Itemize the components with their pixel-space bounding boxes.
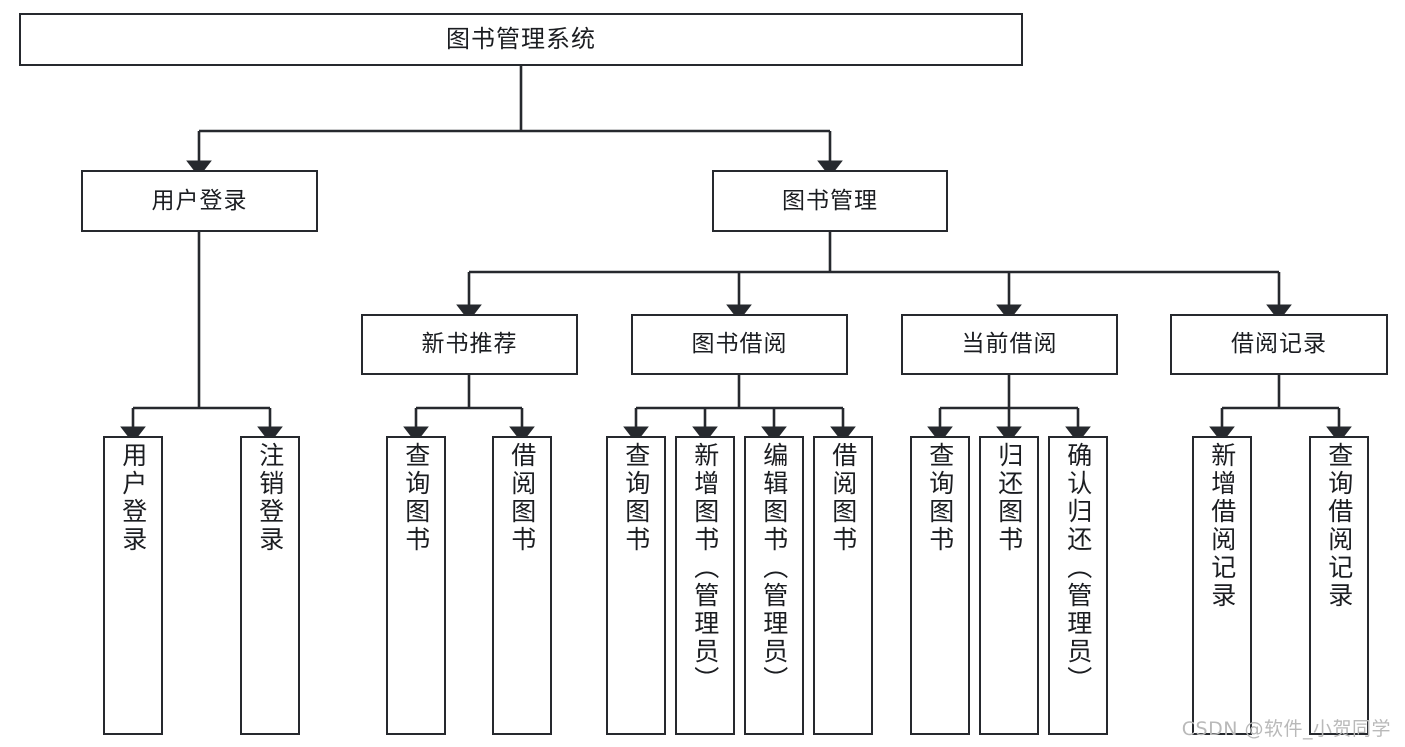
- node-book-borrow[interactable]: 图书借阅: [631, 314, 848, 375]
- node-new-book-recommendation[interactable]: 新书推荐: [361, 314, 578, 375]
- node-leaf-return-book[interactable]: 归还图书: [979, 436, 1039, 735]
- node-leaf-query-book-current[interactable]: 查询图书: [910, 436, 970, 735]
- node-leaf-query-borrow-record[interactable]: 查询借阅记录: [1309, 436, 1369, 735]
- node-label: 确认归还（管理员）: [1063, 442, 1093, 694]
- node-book-management[interactable]: 图书管理: [712, 170, 948, 232]
- node-label: 图书管理系统: [446, 24, 596, 53]
- csdn-watermark: CSDN @软件_小贺同学: [1181, 718, 1391, 740]
- node-label: 查询借阅记录: [1324, 442, 1354, 610]
- node-root-book-management-system[interactable]: 图书管理系统: [19, 13, 1023, 66]
- node-leaf-add-book-admin[interactable]: 新增图书（管理员）: [675, 436, 735, 735]
- node-leaf-user-login[interactable]: 用户登录: [103, 436, 163, 735]
- node-label: 查询图书: [401, 442, 431, 554]
- node-leaf-edit-book-admin[interactable]: 编辑图书（管理员）: [744, 436, 804, 735]
- node-label: 查询图书: [621, 442, 651, 554]
- node-label: 用户登录: [118, 442, 148, 554]
- node-leaf-confirm-return-admin[interactable]: 确认归还（管理员）: [1048, 436, 1108, 735]
- node-label: 借阅图书: [507, 442, 537, 554]
- node-label: 用户登录: [151, 187, 248, 214]
- node-label: 查询图书: [925, 442, 955, 554]
- node-leaf-logout-login[interactable]: 注销登录: [240, 436, 300, 735]
- node-label: 借阅图书: [828, 442, 858, 554]
- node-user-login[interactable]: 用户登录: [81, 170, 318, 232]
- node-label: 归还图书: [994, 442, 1024, 554]
- node-label: 注销登录: [255, 442, 285, 554]
- node-label: 当前借阅: [961, 331, 1058, 358]
- node-leaf-borrow-book-recommendation[interactable]: 借阅图书: [492, 436, 552, 735]
- node-label: 编辑图书（管理员）: [759, 442, 789, 694]
- node-label: 借阅记录: [1231, 331, 1327, 358]
- node-leaf-query-book-recommendation[interactable]: 查询图书: [386, 436, 446, 735]
- node-label: 新增图书（管理员）: [690, 442, 720, 694]
- node-label: 图书管理: [782, 187, 878, 214]
- node-leaf-query-book-borrow[interactable]: 查询图书: [606, 436, 666, 735]
- node-borrow-record[interactable]: 借阅记录: [1170, 314, 1388, 375]
- node-label: 图书借阅: [691, 331, 788, 358]
- node-leaf-add-borrow-record[interactable]: 新增借阅记录: [1192, 436, 1252, 735]
- node-label: 新书推荐: [421, 331, 518, 358]
- node-current-borrow[interactable]: 当前借阅: [901, 314, 1118, 375]
- node-leaf-borrow-book-borrow[interactable]: 借阅图书: [813, 436, 873, 735]
- node-label: 新增借阅记录: [1207, 442, 1237, 610]
